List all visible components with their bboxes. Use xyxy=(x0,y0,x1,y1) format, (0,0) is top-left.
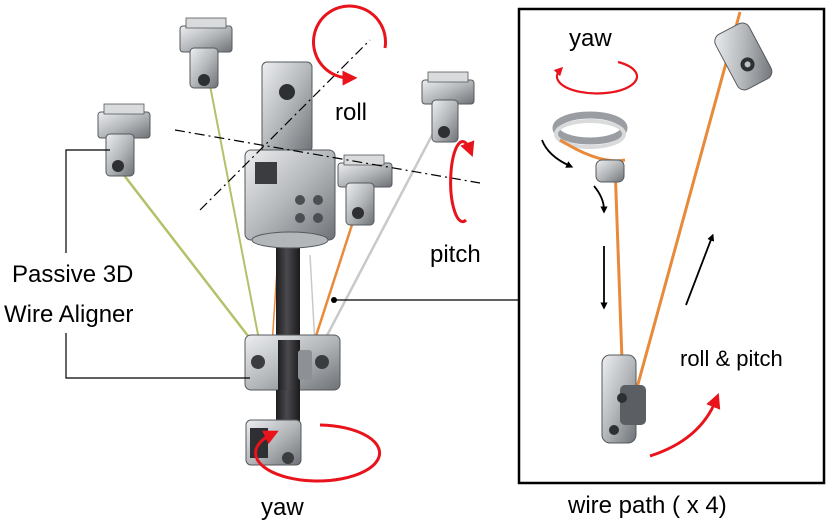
pulley-module-right-top xyxy=(421,71,475,143)
wires xyxy=(119,74,442,371)
inset-wire-up xyxy=(633,11,742,396)
inset-content: yaw roll & pitch xyxy=(541,11,783,458)
inset-bottom-aligner xyxy=(601,354,646,444)
inset-up-arrow xyxy=(685,233,715,306)
aligner-label-line2: Wire Aligner xyxy=(4,301,133,328)
roll-pitch-arrow xyxy=(649,393,721,458)
pitch-rotation-arrow xyxy=(449,140,475,224)
inset-top-pulley xyxy=(714,22,773,91)
aligner-leader-top xyxy=(65,149,110,253)
pulley-module-top xyxy=(179,17,233,89)
aligner-block xyxy=(244,334,341,400)
wire-green-top xyxy=(207,74,261,346)
wrist-joint xyxy=(244,61,336,249)
roll-label: roll xyxy=(335,99,367,126)
wire-path-caption: wire path ( x 4) xyxy=(567,492,727,519)
inset-ring-pulley xyxy=(552,111,628,183)
pulley-module-left xyxy=(97,103,151,177)
roll-axis-line xyxy=(199,39,371,211)
inset-yaw-arrow xyxy=(553,60,639,95)
pulley-module-right-mid xyxy=(337,154,393,226)
wire-path-inset-frame xyxy=(517,7,826,485)
wire-gray-inner xyxy=(309,254,316,346)
aligner-label-line1: Passive 3D xyxy=(12,261,133,288)
inset-yaw-label: yaw xyxy=(569,25,612,52)
wire-green-left xyxy=(119,169,256,346)
inset-curve-arrow-2 xyxy=(593,185,608,214)
pitch-axis-line xyxy=(174,129,481,184)
inset-wire-down xyxy=(613,164,624,361)
inset-curve-arrow-1 xyxy=(541,139,574,168)
wire-gray-right xyxy=(320,119,442,346)
roll-pitch-label: roll & pitch xyxy=(680,346,783,371)
pitch-label: pitch xyxy=(430,241,481,268)
robot-assembly xyxy=(97,17,481,466)
yaw-rotation-arrow xyxy=(254,423,382,483)
roll-rotation-arrow xyxy=(312,4,387,86)
yaw-bottom-label: yaw xyxy=(261,494,304,521)
aligner-leader-bottom xyxy=(65,333,250,379)
